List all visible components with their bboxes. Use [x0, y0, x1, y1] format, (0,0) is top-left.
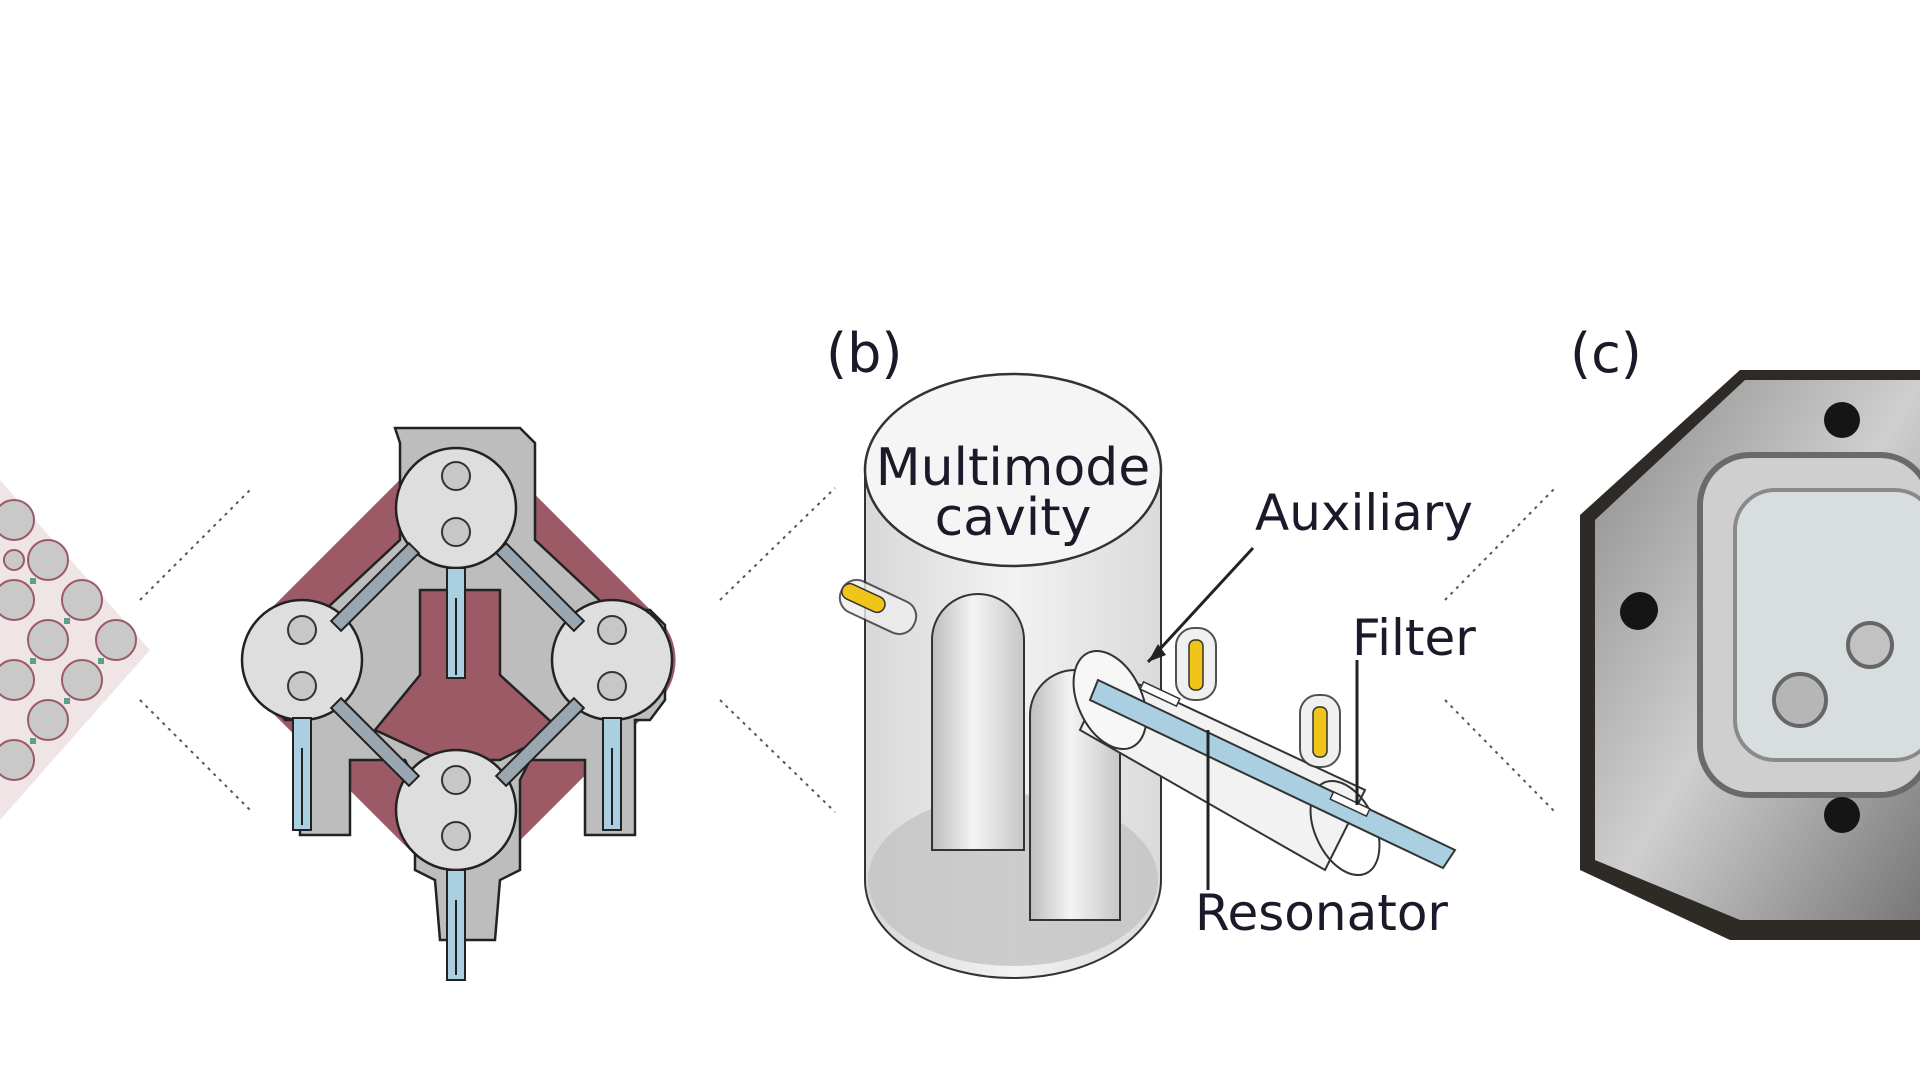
- panel-label-c: (c): [1570, 322, 1642, 385]
- panel-a: [0, 426, 676, 981]
- couplers: [329, 541, 586, 788]
- filter-label: Filter: [1352, 609, 1476, 667]
- cavity-label-line1: Multimode: [876, 438, 1151, 498]
- zoom-line-top-a: [139, 489, 251, 601]
- auxiliary-label: Auxiliary: [1255, 484, 1473, 542]
- panel-c: (c): [1444, 322, 1920, 940]
- tube-pins: [1175, 627, 1341, 768]
- panel-label-b: (b): [826, 322, 902, 385]
- lattice-array: [0, 480, 150, 820]
- zoom-line-bottom-a: [139, 699, 251, 811]
- auxiliary-pointer: [1146, 546, 1255, 664]
- qubit-pads: [240, 446, 674, 872]
- zoom-line-top-b: [719, 487, 836, 601]
- resonator-tube: [1072, 649, 1457, 877]
- device-photo: [1580, 370, 1920, 940]
- zoom-line-bottom-c: [1444, 699, 1556, 813]
- zoom-line-top-c: [1444, 487, 1556, 601]
- zoom-line-bottom-b: [719, 699, 836, 813]
- multimode-cavity: [863, 372, 1163, 979]
- panel-b: (b) Multimode cavity: [719, 322, 1476, 979]
- side-port: [838, 578, 918, 636]
- cavity-label-line2: cavity: [935, 488, 1092, 548]
- readout-lines: [292, 567, 622, 981]
- resonator-label: Resonator: [1195, 884, 1448, 942]
